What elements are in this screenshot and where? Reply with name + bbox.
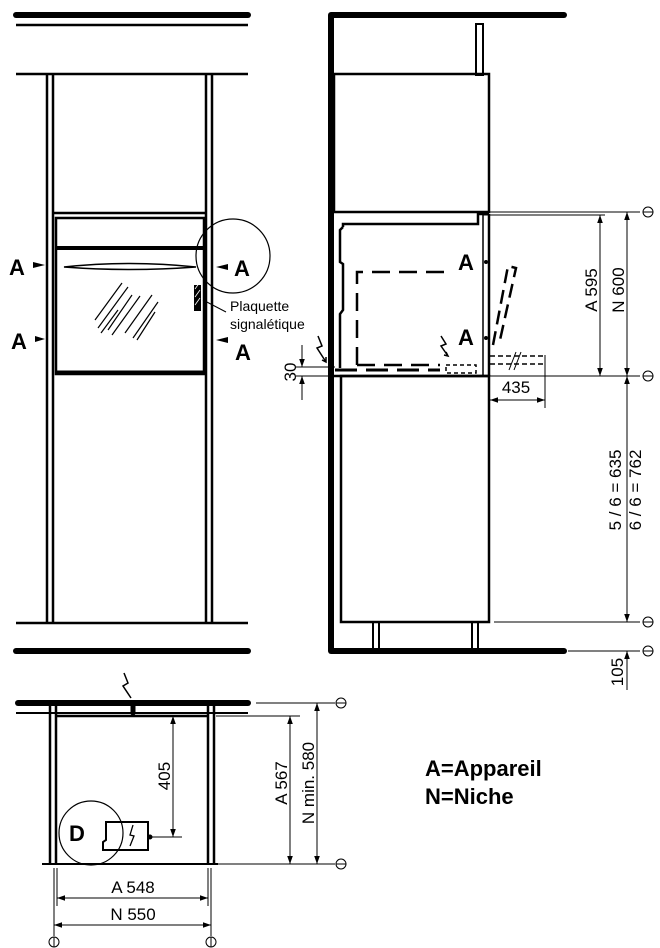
marker-a-left-bottom: A (11, 329, 45, 354)
glass-reflection-icon (94, 282, 159, 341)
svg-text:A: A (458, 325, 474, 350)
svg-text:A: A (9, 255, 25, 280)
electrical-connection-icon (315, 335, 327, 364)
rating-plate-leader (202, 299, 227, 313)
detail-circle-d (58, 800, 124, 866)
svg-text:A: A (235, 340, 251, 365)
detail-circle (195, 218, 271, 294)
marker-a-right-bottom: A (216, 337, 251, 365)
door-open-dashed (491, 264, 518, 346)
rating-plate-label: Plaquette (230, 298, 289, 314)
marker-a-right-top: A (216, 256, 250, 281)
dim-n600: N 600 (609, 267, 628, 312)
dim-a595: A 595 (582, 268, 601, 312)
dim-a548: A 548 (111, 878, 155, 897)
lower-cabinet (339, 374, 491, 624)
socket-icon (102, 821, 149, 851)
dim-a567: A 567 (272, 761, 291, 805)
dim-435: 435 (502, 378, 530, 397)
legend: A=Appareil N=Niche (425, 756, 542, 809)
electrical-connection-icon (439, 335, 450, 358)
rating-plate-label-2: signalétique (230, 316, 305, 332)
dim-105: 105 (608, 658, 627, 686)
marker-a-left-top: A (9, 255, 45, 280)
cabinet-right-panel (204, 74, 214, 622)
cabinet-feet (372, 622, 479, 651)
legend-niche: N=Niche (425, 784, 514, 809)
cabinet-left-panel (45, 74, 55, 622)
electrical-connection-icon (121, 672, 132, 699)
svg-text:A: A (234, 256, 250, 281)
dim-405: 405 (155, 762, 174, 790)
upper-cabinet (332, 72, 491, 214)
oven-dashed-outline (355, 270, 448, 365)
rating-plate-icon (194, 285, 201, 311)
dim-762: 6 / 6 = 762 (626, 450, 645, 531)
top-view: D 405 A 567 N min. 580 A 548 N 550 (15, 672, 347, 948)
dim-n580: N min. 580 (299, 742, 318, 824)
marker-a-side-bottom: A (458, 325, 488, 350)
upper-door (475, 23, 484, 76)
oven-handle (63, 262, 197, 271)
oven-side-profile (338, 226, 345, 368)
svg-text:A: A (458, 250, 474, 275)
marker-a-side-top: A (458, 250, 488, 275)
front-view: A A A A Plaquette signalétique (9, 12, 305, 654)
detail-label-d: D (69, 821, 85, 846)
dim-635: 5 / 6 = 635 (606, 450, 625, 531)
dim-30: 30 (281, 363, 300, 382)
svg-text:A: A (11, 329, 27, 354)
legend-appareil: A=Appareil (425, 756, 542, 781)
dim-n550: N 550 (110, 905, 155, 924)
oven-front (53, 211, 227, 376)
side-view: A A 30 435 (281, 12, 654, 690)
